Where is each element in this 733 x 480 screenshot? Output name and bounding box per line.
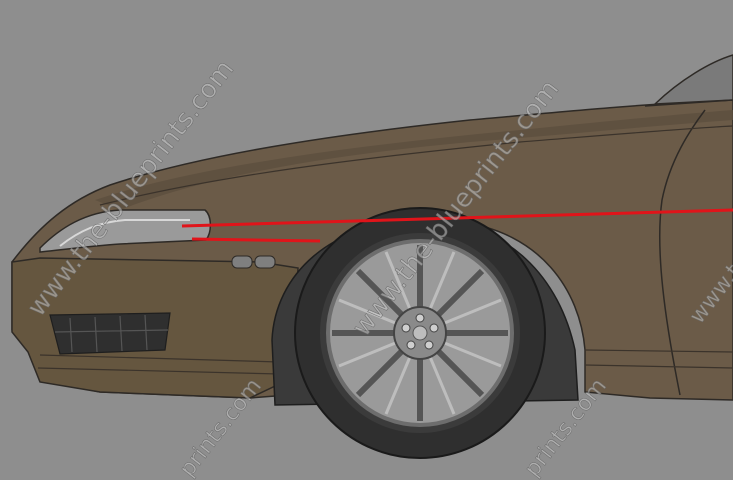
headlight-inner <box>59 219 190 247</box>
lower-grille <box>49 312 171 355</box>
center-cap <box>412 325 428 341</box>
sill-line <box>584 349 733 369</box>
a-pillar <box>644 99 733 107</box>
side-marker-2 <box>254 255 276 269</box>
hood-shading <box>95 110 733 210</box>
windshield <box>653 54 733 105</box>
door-line <box>658 109 706 396</box>
grille-slats <box>54 314 169 353</box>
lug-nuts <box>401 313 439 350</box>
side-marker-1 <box>231 255 253 269</box>
bumper-crease <box>37 354 281 375</box>
highlight-line-lower <box>191 237 321 243</box>
highlight-line-upper <box>181 208 733 228</box>
shoulder-line <box>99 125 733 206</box>
rim-lip <box>326 239 514 427</box>
